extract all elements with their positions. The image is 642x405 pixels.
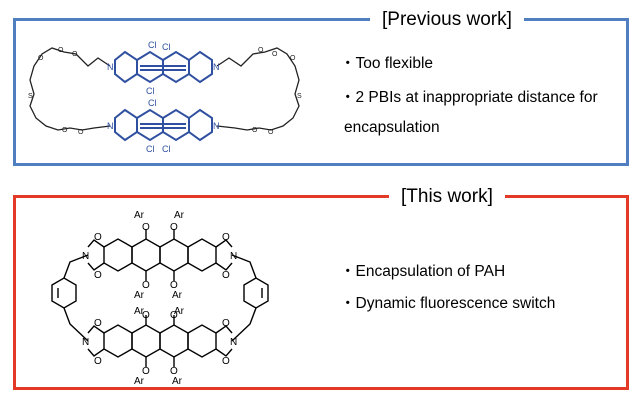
aryl-label: Ar (174, 210, 185, 221)
oxygen-label: O (252, 127, 258, 134)
oxygen-label: O (142, 222, 150, 233)
chlorine-label: Cl (162, 144, 171, 154)
nitrogen-label: N (230, 251, 237, 262)
aryl-label: Ar (134, 306, 145, 317)
chlorine-label: Cl (146, 86, 155, 96)
lower-pbi-core (114, 108, 213, 142)
left-xylylene-linker (51, 254, 89, 342)
lower-pdi-core (87, 324, 233, 358)
right-ether-chain (216, 47, 300, 131)
oxygen-label: O (72, 51, 78, 58)
oxygen-label: O (290, 55, 296, 62)
oxygen-label: O (170, 366, 178, 377)
bullet-text: ・2 PBIs at inappropriate distance for (340, 89, 598, 106)
oxygen-label: O (170, 222, 178, 233)
chlorine-label: Cl (162, 42, 171, 52)
oxygen-label: O (222, 356, 230, 367)
oxygen-label: O (272, 51, 278, 58)
bullet-text: ・Dynamic fluorescence switch (340, 295, 556, 312)
aryl-label: Ar (134, 376, 145, 387)
nitrogen-label: N (230, 337, 237, 348)
previous-work-title: [Previous work] (370, 9, 524, 31)
nitrogen-label: N (213, 121, 220, 131)
bullet-text: encapsulation (344, 119, 440, 136)
oxygen-label: O (142, 280, 150, 291)
this-work-title: [This work] (389, 186, 505, 208)
oxygen-label: O (222, 270, 230, 281)
bullet-text: ・Encapsulation of PAH (340, 263, 506, 280)
nitrogen-label: N (107, 121, 114, 131)
chlorine-label: Cl (146, 144, 155, 154)
sulfur-label: S (297, 93, 302, 100)
oxygen-label: O (258, 47, 264, 54)
oxygen-label: O (58, 47, 64, 54)
bullet-text: ・Too flexible (340, 55, 434, 72)
oxygen-label: O (170, 310, 178, 321)
oxygen-label: O (38, 55, 44, 62)
chlorine-label: Cl (148, 98, 157, 108)
previous-work-panel (13, 18, 629, 166)
oxygen-label: O (268, 129, 274, 136)
upper-pdi-core (87, 238, 233, 272)
aryl-label: Ar (134, 210, 145, 221)
oxygen-label: O (142, 310, 150, 321)
oxygen-label: O (94, 318, 102, 329)
oxygen-label: O (94, 356, 102, 367)
oxygen-label: O (94, 232, 102, 243)
nitrogen-label: N (82, 337, 89, 348)
aryl-label: Ar (134, 290, 145, 301)
nitrogen-label: N (82, 251, 89, 262)
aryl-label: Ar (174, 306, 185, 317)
chlorine-label: Cl (148, 40, 157, 50)
oxygen-label: O (78, 129, 84, 136)
oxygen-label: O (94, 270, 102, 281)
this-work-panel (13, 195, 629, 390)
nitrogen-label: N (107, 62, 114, 72)
left-ether-chain (29, 47, 111, 131)
upper-pbi-core (114, 50, 213, 84)
aryloxy-bonds (145, 229, 175, 367)
oxygen-label: O (170, 280, 178, 291)
sulfur-label: S (28, 93, 33, 100)
aryl-label: Ar (172, 376, 183, 387)
aryl-label: Ar (172, 290, 183, 301)
oxygen-label: O (62, 127, 68, 134)
oxygen-label: O (222, 318, 230, 329)
oxygen-label: O (222, 232, 230, 243)
right-xylylene-linker (231, 254, 269, 342)
nitrogen-label: N (213, 62, 220, 72)
oxygen-label: O (142, 366, 150, 377)
